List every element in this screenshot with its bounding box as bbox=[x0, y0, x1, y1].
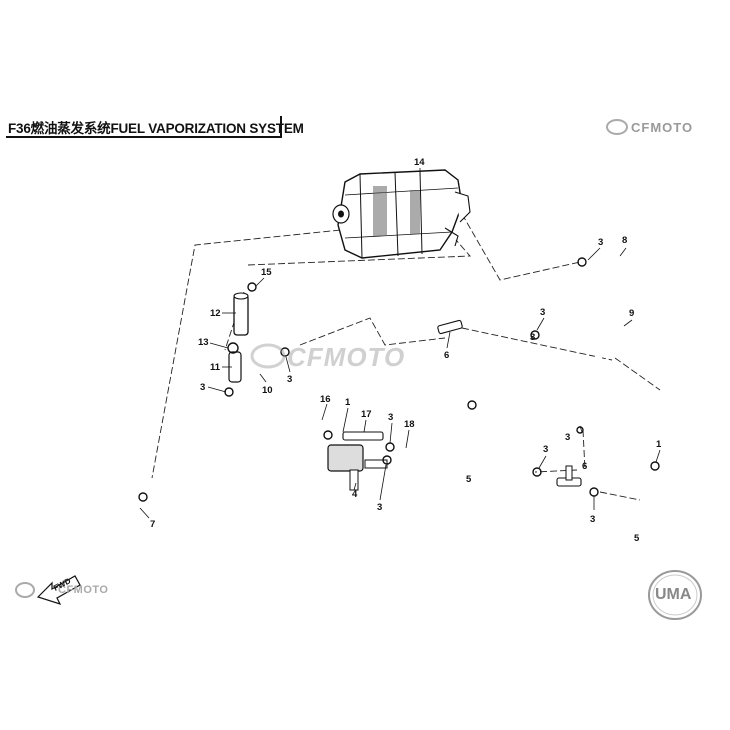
part-label-5: 5 bbox=[634, 533, 640, 544]
part-label-7: 7 bbox=[150, 519, 155, 530]
part-labels: 14 15 12 13 11 3 10 3 8 3 9 3 6 1 16 17 … bbox=[150, 157, 662, 544]
charcoal-canister bbox=[332, 169, 471, 259]
part-label-3: 3 bbox=[540, 307, 545, 318]
part-label-6: 6 bbox=[444, 350, 449, 361]
part-label-11: 11 bbox=[210, 362, 221, 373]
part-label-4: 4 bbox=[352, 489, 358, 500]
part-label-3: 3 bbox=[200, 382, 205, 393]
page-title: F36燃油蒸发系统FUEL VAPORIZATION SYSTEM bbox=[8, 121, 304, 136]
fwd-arrow-icon bbox=[15, 575, 81, 606]
title-frame bbox=[6, 116, 282, 138]
uma-logo bbox=[648, 570, 702, 620]
part-label-13: 13 bbox=[198, 337, 209, 348]
part-label-3: 3 bbox=[388, 412, 393, 423]
part-label-14: 14 bbox=[414, 157, 425, 168]
part-label-10: 10 bbox=[262, 385, 273, 396]
part-label-3: 3 bbox=[543, 444, 548, 455]
part-label-3: 3 bbox=[530, 332, 535, 343]
part-label-15: 15 bbox=[261, 267, 272, 278]
part-label-1: 1 bbox=[656, 439, 662, 450]
part-label-16: 16 bbox=[320, 394, 331, 405]
part-label-18: 18 bbox=[404, 419, 415, 430]
part-label-8: 8 bbox=[622, 235, 627, 246]
part-label-3: 3 bbox=[565, 432, 570, 443]
brand-bottom-left: CFMOTO bbox=[58, 584, 109, 596]
connectors bbox=[327, 319, 582, 491]
part-label-12: 12 bbox=[210, 308, 221, 319]
brand-bottom-right: UMA bbox=[655, 586, 692, 603]
part-label-6: 6 bbox=[582, 461, 587, 472]
brand-top-right: CFMOTO bbox=[631, 120, 694, 135]
dashed-guide-lines bbox=[151, 213, 661, 501]
clamps bbox=[138, 257, 660, 502]
part-label-3: 3 bbox=[377, 502, 382, 513]
part-label-1: 1 bbox=[345, 397, 351, 408]
cfmoto-watermark-logo bbox=[250, 343, 286, 369]
part-label-3: 3 bbox=[287, 374, 292, 385]
part-label-5: 5 bbox=[466, 474, 472, 485]
leader-lines bbox=[139, 168, 661, 519]
part-label-3: 3 bbox=[598, 237, 603, 248]
part-label-3: 3 bbox=[590, 514, 595, 525]
part-label-9: 9 bbox=[629, 308, 634, 319]
hose-segments bbox=[131, 250, 704, 569]
part-label-17: 17 bbox=[361, 409, 372, 420]
cfmoto-logo-top-right bbox=[606, 119, 628, 135]
brand-watermark: CFMOTO bbox=[287, 342, 406, 372]
